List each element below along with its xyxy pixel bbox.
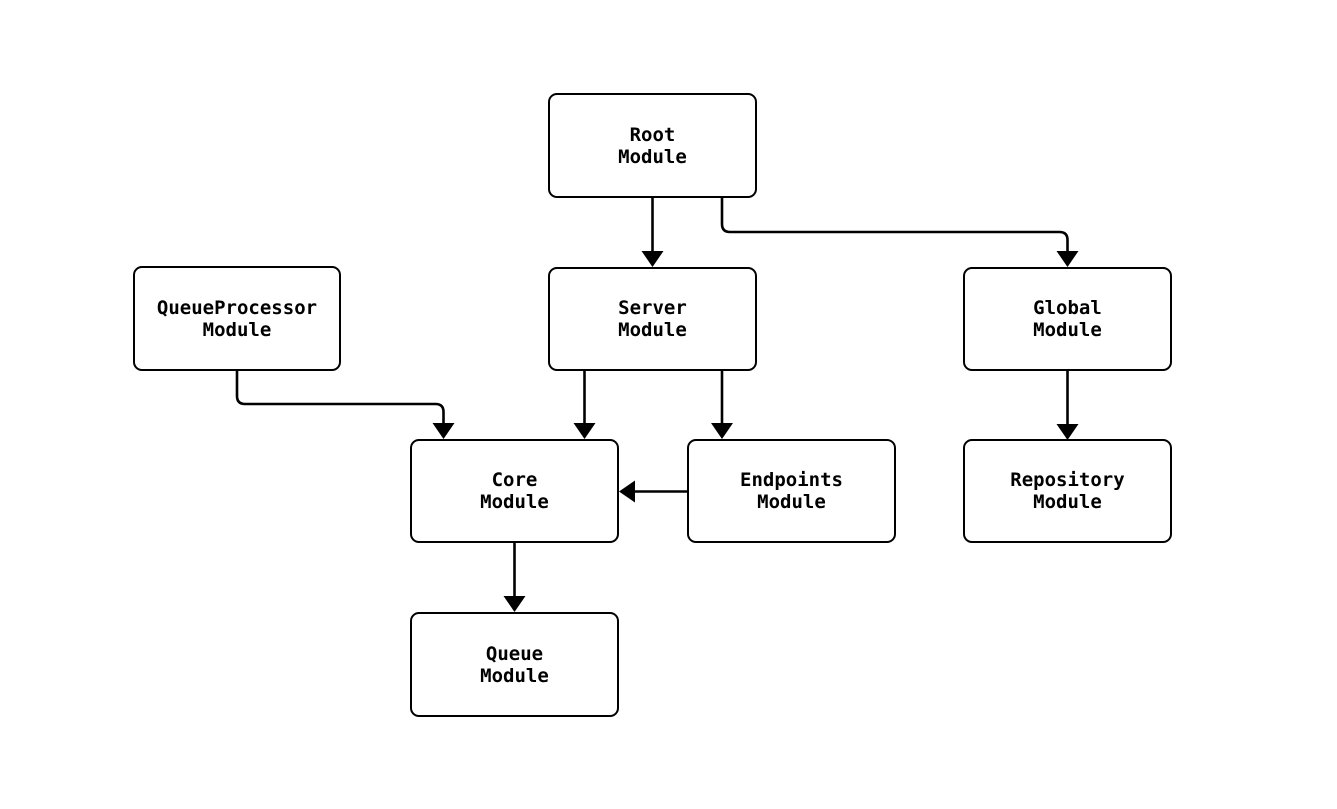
node-global-module: Global Module bbox=[963, 267, 1172, 371]
node-core-module: Core Module bbox=[410, 439, 619, 543]
arrowhead-icon bbox=[711, 423, 733, 439]
arrowhead-icon bbox=[503, 596, 526, 612]
edge-root-to-server bbox=[641, 198, 664, 267]
arrowhead-icon bbox=[641, 251, 664, 267]
node-label: Core Module bbox=[480, 469, 549, 513]
node-label: Endpoints Module bbox=[740, 469, 843, 513]
node-queueprocessor-module: QueueProcessor Module bbox=[133, 266, 341, 371]
edge-endpoints-to-core bbox=[619, 480, 687, 503]
node-endpoints-module: Endpoints Module bbox=[687, 439, 896, 543]
node-root-module: Root Module bbox=[548, 93, 757, 198]
edge-queueprocessor-to-core bbox=[235, 371, 455, 439]
node-queue-module: Queue Module bbox=[410, 612, 619, 717]
node-label: Server Module bbox=[618, 297, 687, 341]
arrowhead-icon bbox=[432, 423, 455, 439]
arrowhead-icon bbox=[1056, 424, 1079, 440]
node-repository-module: Repository Module bbox=[963, 439, 1172, 543]
edge-root-to-global bbox=[720, 198, 1079, 267]
node-label: Repository Module bbox=[1010, 469, 1125, 513]
node-label: Queue Module bbox=[480, 642, 549, 687]
edge-global-to-repository bbox=[1056, 371, 1079, 440]
arrowhead-icon bbox=[573, 423, 596, 439]
node-label: Global Module bbox=[1033, 297, 1102, 341]
node-label: QueueProcessor Module bbox=[156, 296, 318, 341]
arrowhead-icon bbox=[619, 480, 635, 503]
edge-server-to-core bbox=[573, 371, 596, 439]
node-server-module: Server Module bbox=[548, 267, 757, 371]
arrowhead-icon bbox=[1056, 251, 1079, 267]
edge-core-to-queue bbox=[503, 543, 526, 612]
node-label: Root Module bbox=[618, 123, 687, 168]
edge-server-to-endpoints bbox=[711, 371, 733, 439]
